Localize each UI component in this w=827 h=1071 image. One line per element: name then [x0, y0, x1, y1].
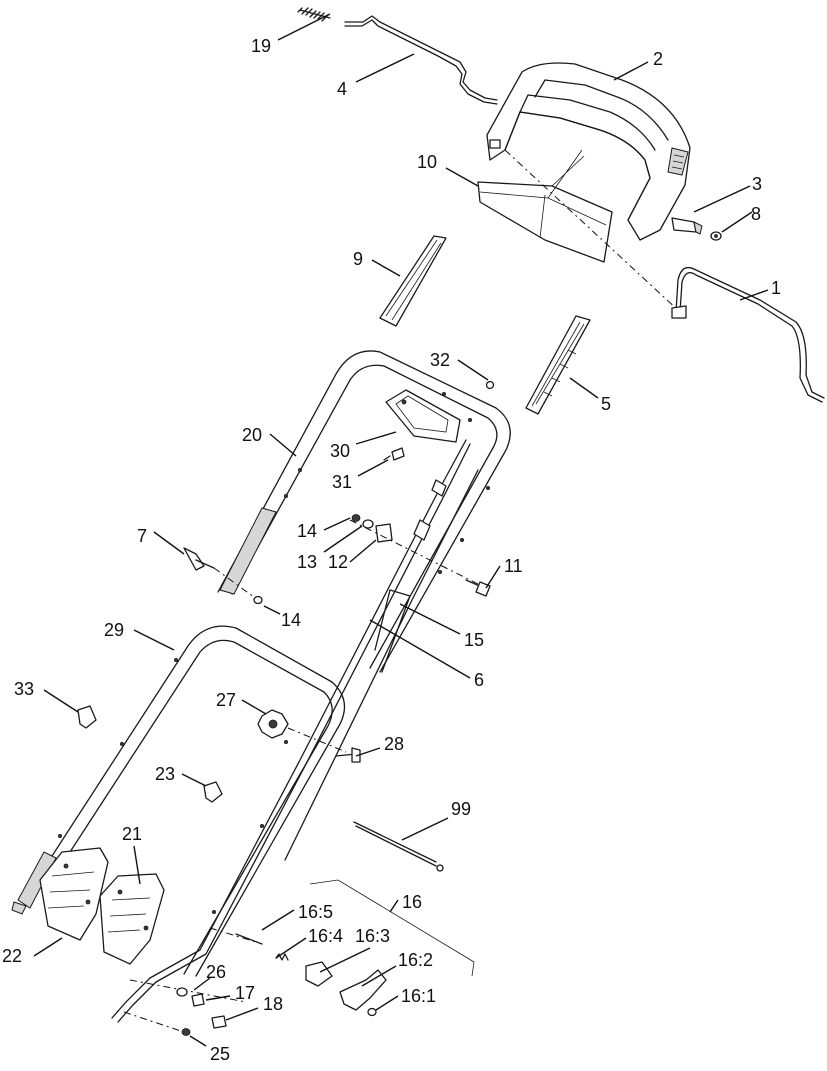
callout-30: 30 [330, 441, 350, 461]
part-18-bolt [211, 1015, 227, 1029]
callout-5: 5 [601, 394, 611, 414]
assembly-line-bolt-11 [349, 519, 479, 585]
part-8-washer [710, 231, 722, 241]
callout-19: 19 [251, 36, 271, 56]
part-23-cap [203, 781, 223, 803]
part-16-4-spring [275, 953, 289, 961]
part-11-bolt [465, 579, 491, 597]
part-12-cable-block [375, 523, 393, 543]
callout-16-3: 16:3 [355, 926, 390, 946]
callout-31: 31 [332, 472, 352, 492]
callout-14-lower: 14 [281, 610, 301, 630]
part-26-spacer [176, 987, 188, 997]
callout-33: 33 [14, 679, 34, 699]
part-16-assembly-bracket [309, 879, 475, 977]
part-4-rod [344, 15, 498, 105]
part-16-1-cap [367, 1007, 377, 1017]
callout-22: 22 [2, 946, 22, 966]
part-3-fitting [671, 217, 703, 235]
callout-16: 16 [402, 892, 422, 912]
callout-28: 28 [384, 734, 404, 754]
callout-13: 13 [297, 552, 317, 572]
assembly-line-lower-nut [123, 1011, 191, 1035]
callout-4: 4 [337, 79, 347, 99]
callout-27: 27 [216, 690, 236, 710]
callout-25: 25 [210, 1044, 230, 1064]
part-16-3-housing [305, 961, 333, 987]
callout-6: 6 [474, 670, 484, 690]
part-16-2-lever [339, 969, 387, 1011]
callout-32: 32 [430, 350, 450, 370]
callout-23: 23 [155, 764, 175, 784]
part-28-bolt [335, 747, 361, 763]
part-99-cable-tie [353, 821, 444, 872]
part-31-screw [383, 447, 405, 461]
assembly-line-knob-7 [213, 567, 259, 601]
callout-99: 99 [451, 799, 471, 819]
callout-20: 20 [242, 425, 262, 445]
callout-15: 15 [464, 630, 484, 650]
part-20-upper-handle [217, 350, 511, 673]
callout-labels: 19 4 2 10 3 8 1 9 5 32 20 30 31 7 14 13 … [2, 36, 781, 1064]
callout-10: 10 [417, 152, 437, 172]
part-9-cable-clip [379, 235, 447, 327]
part-6-cable [111, 439, 479, 1023]
callout-7: 7 [137, 526, 147, 546]
part-7-knob [183, 547, 215, 571]
part-13-washer [362, 519, 374, 529]
part-2-bail-handle [486, 62, 691, 241]
callout-11: 11 [504, 556, 523, 576]
part-19-spring [297, 7, 331, 22]
part-14-locknut-upper [351, 514, 361, 522]
callout-1: 1 [771, 278, 781, 298]
callout-16-2: 16:2 [398, 950, 433, 970]
callout-12: 12 [328, 552, 348, 572]
callout-29: 29 [104, 620, 124, 640]
callout-2: 2 [653, 49, 663, 69]
callout-17: 17 [235, 983, 255, 1003]
callout-8: 8 [751, 204, 761, 224]
part-29-lower-handle [11, 625, 346, 977]
assembly-line-bolt-28 [287, 727, 347, 753]
callout-26: 26 [206, 962, 226, 982]
assembly-line-part-16 [209, 927, 257, 943]
part-10-grip-plate [477, 149, 613, 263]
part-16-5-pin [235, 933, 263, 945]
part-17-bolt [191, 993, 205, 1007]
part-30-control-bracket [385, 389, 461, 443]
callout-18: 18 [263, 994, 283, 1014]
callout-16-5: 16:5 [298, 902, 333, 922]
callout-9: 9 [353, 249, 363, 269]
part-33-cap [77, 705, 97, 729]
callout-16-4: 16:4 [308, 926, 343, 946]
part-21-bracket [99, 873, 165, 965]
part-27-star-knob [257, 709, 289, 739]
part-14-locknut-lower [253, 595, 263, 605]
callout-21: 21 [122, 824, 142, 844]
part-25-nut [181, 1028, 191, 1036]
callout-16-1: 16:1 [401, 986, 436, 1006]
part-22-bracket [39, 847, 109, 941]
assembly-line-lower-bolt [129, 979, 247, 1003]
part-1-bail-rod [671, 266, 825, 403]
part-5-cable-clip [525, 315, 591, 415]
callout-14-upper: 14 [297, 521, 317, 541]
assembly-line-handle [504, 149, 681, 313]
part-32-nut [485, 380, 495, 390]
leader-lines [33, 13, 769, 1047]
callout-3: 3 [752, 174, 762, 194]
